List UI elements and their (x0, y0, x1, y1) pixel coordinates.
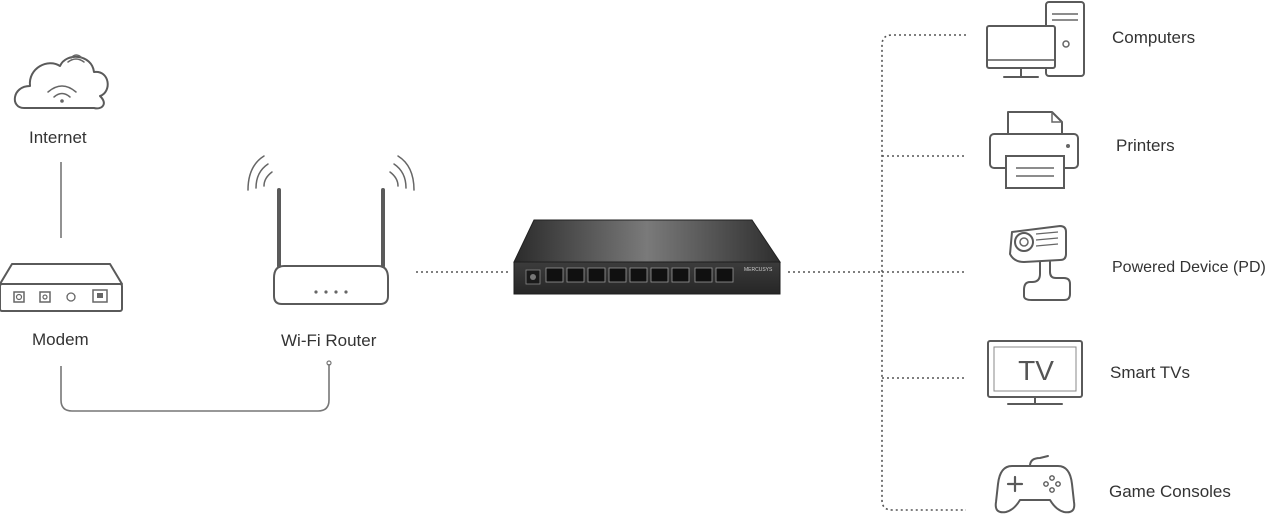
tv-icon: TV (987, 340, 1083, 405)
device-label-powered-device: Powered Device (PD) (1112, 259, 1266, 276)
modem-icon (0, 263, 123, 312)
wifi-router-label: Wi-Fi Router (281, 331, 377, 350)
cloud-icon (14, 54, 109, 110)
switch-icon: MERCUSYS (513, 219, 781, 295)
printer-icon (989, 111, 1079, 189)
modem-router-cable (60, 364, 330, 412)
device-label-printers: Printers (1116, 136, 1175, 155)
device-label-computers: Computers (1112, 28, 1196, 47)
modem-label: Modem (32, 330, 89, 349)
switch-brand: MERCUSYS (744, 267, 773, 273)
device-label-smart-tvs: Smart TVs (1110, 363, 1190, 382)
internet-label: Internet (29, 128, 87, 147)
device-label-game-consoles: Game Consoles (1109, 482, 1231, 501)
tv-screen-text: TV (1018, 355, 1054, 386)
switch-ports (545, 267, 734, 283)
gamepad-icon (994, 455, 1076, 514)
security-camera-icon (1009, 225, 1071, 301)
computer-icon (986, 1, 1085, 78)
wifi-router-icon (247, 155, 415, 305)
